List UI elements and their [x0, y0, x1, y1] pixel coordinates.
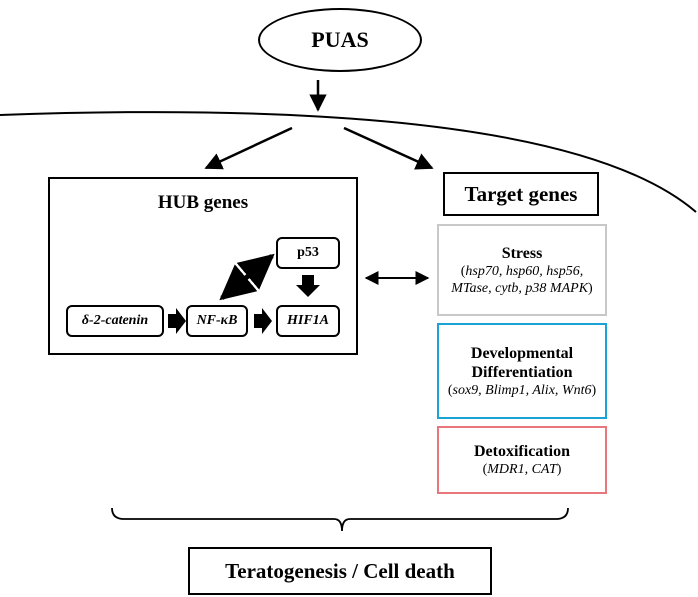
outcome-box: Teratogenesis / Cell death	[188, 547, 492, 595]
target-genes-box: Target genes	[443, 172, 599, 216]
stress-title: Stress	[501, 244, 543, 262]
catenin-to-nfkb-arrow	[168, 308, 186, 334]
hub-genes-title: HUB genes	[157, 192, 249, 213]
gene-p53: p53	[276, 237, 340, 269]
arrow-to-hub	[204, 126, 293, 170]
p53-to-hif-arrow	[296, 275, 320, 297]
stress-genes: (hsp70, hsp60, hsp56, MTase, cytb, p38 M…	[451, 263, 593, 296]
target-genes-title: Target genes	[464, 181, 578, 206]
hub-genes-box	[48, 177, 358, 355]
developmental-title: Developmental Differentiation	[470, 344, 574, 381]
developmental-genes: (sox9, Blimp1, Alix, Wnt6)	[447, 382, 597, 398]
gene-nfkb-label: NF-κB	[196, 313, 238, 328]
gene-hif1a: HIF1A	[276, 305, 340, 337]
gene-catenin: δ-2-catenin	[66, 305, 164, 337]
arrow-to-targets	[343, 126, 434, 170]
outcome-label: Teratogenesis / Cell death	[225, 558, 455, 583]
gene-nfkb: NF-κB	[186, 305, 248, 337]
puas-label: PUAS	[311, 27, 369, 52]
stress-box: Stress (hsp70, hsp60, hsp56, MTase, cytb…	[437, 224, 607, 316]
detox-genes: (MDR1, CAT)	[482, 462, 562, 477]
detox-title: Detoxification	[474, 443, 570, 460]
gene-catenin-label: δ-2-catenin	[81, 313, 149, 328]
developmental-box: Developmental Differentiation (sox9, Bli…	[437, 323, 607, 419]
bottom-bracket	[111, 507, 569, 532]
nfkb-to-hif-arrow	[254, 308, 272, 334]
cell-membrane-curve	[0, 111, 697, 213]
gene-hif1a-label: HIF1A	[286, 313, 329, 328]
puas-ellipse: PUAS	[258, 8, 422, 72]
nfkb-p53-double-arrow	[219, 253, 275, 301]
detox-box: Detoxification (MDR1, CAT)	[437, 426, 607, 494]
gene-p53-label: p53	[297, 245, 319, 260]
